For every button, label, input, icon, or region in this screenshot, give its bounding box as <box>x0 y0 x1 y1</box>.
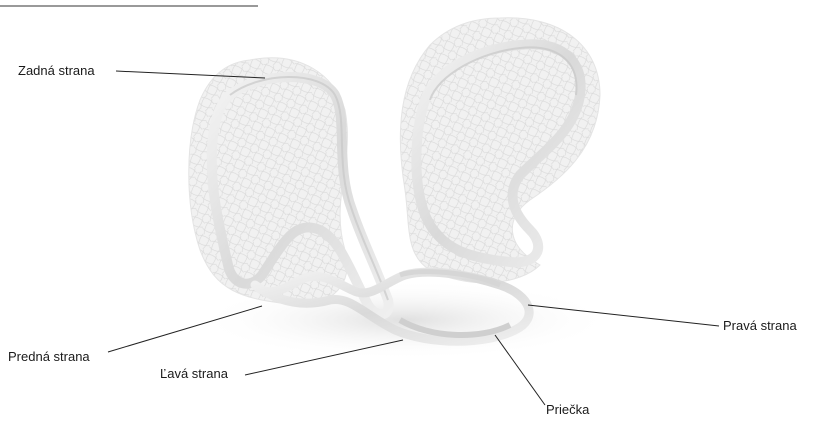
label-front-side: Predná strana <box>8 349 90 365</box>
label-back-side: Zadná strana <box>18 63 95 79</box>
label-right-side: Pravá strana <box>723 318 797 334</box>
label-crossbar: Priečka <box>546 402 589 418</box>
label-left-side: Ľavá strana <box>160 366 228 382</box>
